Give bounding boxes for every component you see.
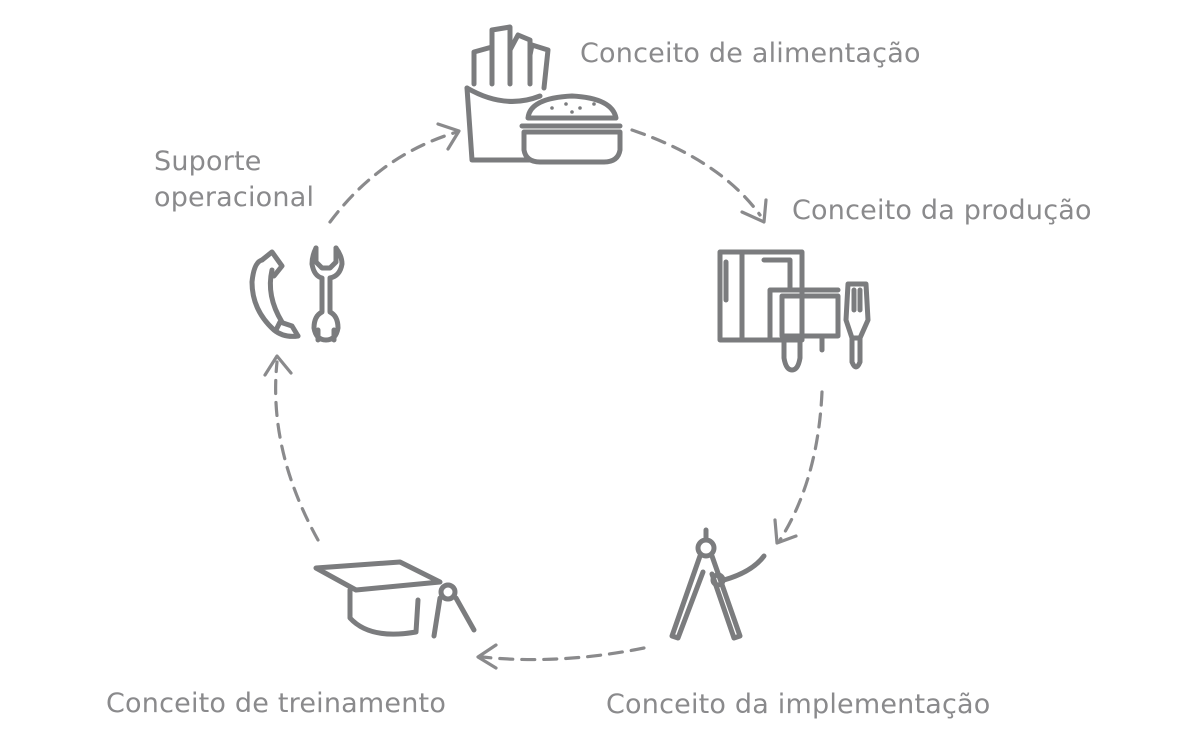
arrowhead-implementation — [773, 518, 798, 545]
oven-equipment-icon — [717, 249, 871, 373]
arrow-food-to-production — [630, 128, 762, 217]
arrow-support-to-food — [328, 130, 459, 224]
phone-wrench-icon — [249, 245, 345, 343]
compass-icon — [669, 527, 767, 641]
cycle-arrows — [263, 122, 824, 670]
label-food-concept: Conceito de alimentação — [580, 38, 921, 69]
arrowhead-support — [263, 354, 293, 377]
label-implementation-concept: Conceito da implementação — [606, 689, 991, 720]
label-production-concept: Conceito da produção — [792, 195, 1092, 226]
label-operational-support: Suporte operacional — [154, 144, 314, 216]
arrowhead-food — [436, 122, 461, 151]
arrowhead-production — [740, 198, 768, 224]
arrow-training-to-support — [274, 360, 320, 542]
graduation-cap-icon — [313, 559, 477, 639]
label-support-line2: operacional — [154, 182, 315, 213]
arrowhead-training — [476, 643, 498, 670]
arrow-implementation-to-training — [480, 646, 646, 662]
label-support-line1: Suporte — [154, 146, 262, 177]
label-training-concept: Conceito de treinamento — [106, 688, 447, 719]
fries-burger-icon — [464, 24, 623, 165]
arrow-production-to-implementation — [778, 390, 824, 542]
